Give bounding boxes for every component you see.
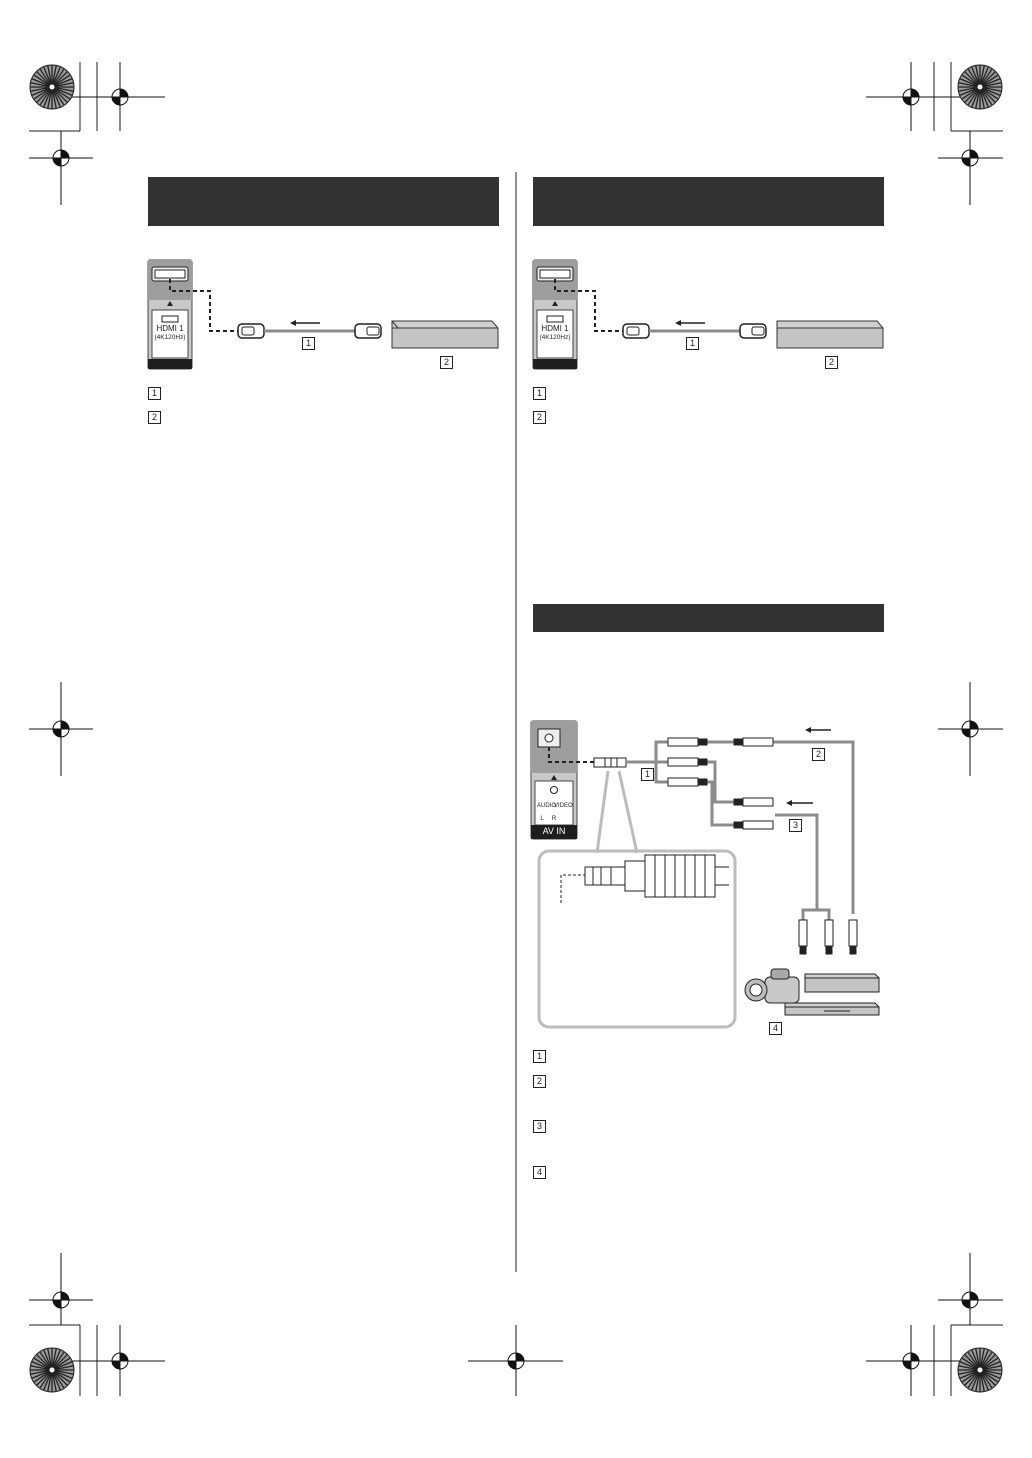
mini-plug bbox=[593, 757, 627, 768]
legend-marker-2: 2 bbox=[533, 411, 546, 424]
legend-marker-2: 2 bbox=[533, 1075, 546, 1088]
hdmi-cable-dashed bbox=[169, 279, 238, 332]
callout-4: 4 bbox=[769, 1022, 782, 1035]
legend-marker-1: 1 bbox=[148, 387, 161, 400]
callout-2: 2 bbox=[825, 356, 838, 369]
hdmi-port-spec: (4K120Hz) bbox=[154, 334, 186, 341]
audio-label: AUDIO bbox=[537, 803, 557, 809]
left-hdmi-diagram: HDMI 1 (4K120Hz) 1 2 bbox=[140, 255, 510, 375]
target-bottom-center bbox=[468, 1325, 563, 1396]
legend-marker-2: 2 bbox=[148, 411, 161, 424]
target-top-right-b bbox=[938, 131, 1003, 205]
av-in-label: AV IN bbox=[542, 826, 566, 836]
legend-marker-1: 1 bbox=[533, 387, 546, 400]
legend-marker-3: 3 bbox=[533, 1120, 546, 1133]
av-in-diagram: AUDIO VIDEO L R AV IN 1 2 3 4 bbox=[525, 715, 895, 1035]
hdmi-port-name: HDMI 1 bbox=[156, 324, 184, 333]
callout-3: 3 bbox=[789, 819, 802, 832]
external-device bbox=[776, 320, 884, 349]
color-wheel-bottom-right bbox=[957, 1347, 1003, 1393]
legend-marker-1: 1 bbox=[533, 1050, 546, 1063]
hdmi-cable-dashed bbox=[554, 279, 623, 332]
target-bottom-left-a bbox=[29, 1253, 93, 1325]
external-device bbox=[391, 320, 499, 349]
target-top-left-b bbox=[29, 131, 93, 205]
callout-2: 2 bbox=[440, 356, 453, 369]
color-wheel-bottom-left bbox=[29, 1347, 75, 1393]
right-hdmi-diagram: HDMI 1 (4K120Hz) 1 2 bbox=[525, 255, 895, 375]
left-section-header bbox=[148, 177, 499, 226]
hdmi-port-name: HDMI 1 bbox=[541, 324, 569, 333]
left-channel-label: L bbox=[540, 816, 544, 822]
color-wheel-top-left bbox=[29, 64, 75, 110]
right-section-header bbox=[533, 177, 884, 226]
callout-2: 2 bbox=[812, 748, 825, 761]
color-wheel-top-right bbox=[957, 64, 1003, 110]
recorder-device bbox=[804, 973, 880, 993]
callout-1: 1 bbox=[686, 337, 699, 350]
target-bottom-right-b bbox=[938, 1253, 1003, 1325]
camcorder-device bbox=[744, 968, 800, 1004]
plug-detail-inset bbox=[537, 849, 737, 1029]
right-channel-label: R bbox=[551, 816, 557, 822]
player-device bbox=[784, 1002, 880, 1016]
av-section-header bbox=[533, 604, 884, 632]
hdmi-port-spec: (4K120Hz) bbox=[539, 334, 571, 341]
legend-marker-4: 4 bbox=[533, 1166, 546, 1179]
target-bottom-left-b bbox=[70, 1325, 165, 1396]
video-label: VIDEO bbox=[554, 803, 573, 809]
callout-1: 1 bbox=[641, 768, 654, 781]
target-top-left-a bbox=[70, 62, 165, 131]
callout-1: 1 bbox=[302, 337, 315, 350]
